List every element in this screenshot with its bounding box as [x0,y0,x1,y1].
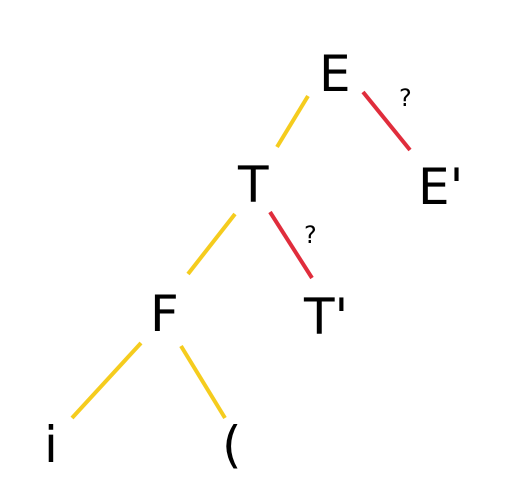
edge-e-t [275,94,310,149]
edge-question-mark: ? [304,221,317,249]
edge-f-i [70,341,143,420]
node-t-prime: T' [304,288,349,346]
node-e: E [319,45,351,103]
node-f: F [150,285,179,343]
edge-f-paren [179,344,227,420]
node-open-paren: ( [222,416,242,474]
edge-t-f [186,212,237,276]
node-t: T [238,156,269,214]
edge-question-mark: ? [399,84,412,112]
edge-t-t-prime [268,210,314,280]
node-e-prime: E' [418,158,464,216]
node-i: i [44,416,58,474]
edge-e-e-prime [361,90,412,152]
